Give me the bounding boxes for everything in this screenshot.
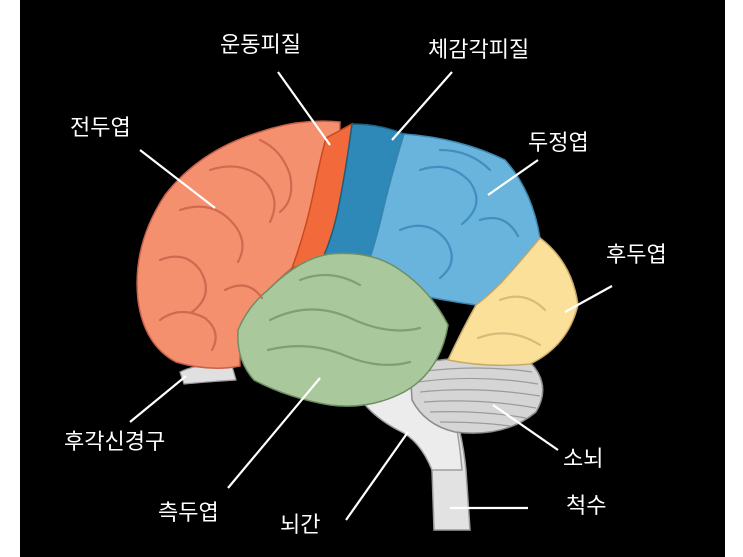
label-parietal-lobe: 두정엽 bbox=[528, 131, 589, 156]
label-temporal-lobe: 측두엽 bbox=[158, 501, 219, 526]
label-somatosensory-cortex: 체감각피질 bbox=[428, 38, 529, 63]
cerebellum-folia bbox=[417, 367, 541, 427]
leader-parietal-lobe bbox=[487, 159, 539, 196]
label-cerebellum: 소뇌 bbox=[563, 447, 603, 472]
parietal-gyri bbox=[398, 148, 520, 280]
leader-occipital-lobe bbox=[564, 285, 613, 313]
label-olfactory-bulb: 후각신경구 bbox=[64, 430, 165, 455]
leader-olfactory-bulb bbox=[129, 375, 187, 423]
temporal-gyri bbox=[266, 273, 422, 366]
leader-temporal-lobe bbox=[227, 377, 321, 489]
leader-motor-cortex bbox=[277, 71, 331, 146]
label-occipital-lobe: 후두엽 bbox=[606, 243, 667, 268]
leader-cerebellum bbox=[492, 404, 559, 451]
leader-somatosensory-cortex bbox=[391, 71, 453, 141]
frontal-gyri bbox=[158, 138, 293, 352]
leader-brainstem bbox=[345, 431, 409, 521]
label-brainstem: 뇌간 bbox=[280, 513, 320, 538]
label-frontal-lobe: 전두엽 bbox=[70, 116, 131, 141]
temporal-lobe bbox=[237, 252, 449, 407]
label-spinal-cord: 척수 bbox=[566, 494, 606, 519]
label-motor-cortex: 운동피질 bbox=[220, 33, 301, 58]
occipital-gyri bbox=[476, 295, 547, 347]
leader-frontal-lobe bbox=[139, 149, 216, 209]
